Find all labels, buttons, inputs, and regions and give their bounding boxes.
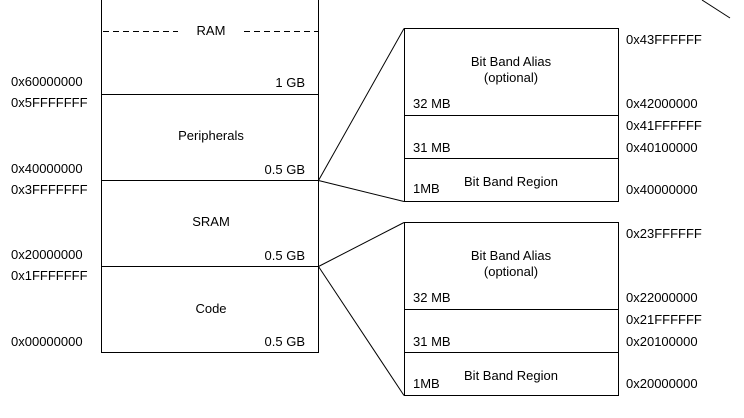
zoom-connectors xyxy=(318,0,731,396)
address-0x40100000: 0x40100000 xyxy=(626,140,698,155)
sram-bitband-region-box xyxy=(404,352,619,396)
address-0x20000000: 0x20000000 xyxy=(11,247,83,262)
peripheral-bitband-alias-optional: (optional) xyxy=(484,70,538,85)
sram-bitband-alias-size: 32 MB xyxy=(413,290,451,305)
sram-label: SRAM xyxy=(192,214,230,229)
peripheral-bitband-alias-size: 32 MB xyxy=(413,96,451,111)
memory-map-column: RAM 1 GB Peripherals 0.5 GB SRAM 0.5 GB … xyxy=(101,0,319,353)
peripheral-bitband-detail: Bit Band Alias (optional) 32 MB 31 MB Bi… xyxy=(404,28,702,202)
peripheral-bitband-alias-box xyxy=(404,28,619,116)
peripheral-bitband-region-label: Bit Band Region xyxy=(464,174,558,189)
peripheral-bitband-region-box xyxy=(404,158,619,202)
peripheral-bitband-region-size: 1MB xyxy=(413,181,440,196)
code-region-box xyxy=(101,266,319,353)
address-0x43FFFFFF: 0x43FFFFFF xyxy=(626,32,702,47)
sram-zoom-line-top xyxy=(318,222,405,267)
address-0x5FFFFFFF: 0x5FFFFFFF xyxy=(11,95,88,110)
address-0x00000000: 0x00000000 xyxy=(11,334,83,349)
peripherals-size: 0.5 GB xyxy=(265,162,305,177)
code-label: Code xyxy=(195,301,226,316)
ram-region-box xyxy=(101,0,319,95)
code-size: 0.5 GB xyxy=(265,334,305,349)
address-0x60000000: 0x60000000 xyxy=(11,74,83,89)
address-0x20000000: 0x20000000 xyxy=(626,376,698,391)
address-0x20100000: 0x20100000 xyxy=(626,334,698,349)
ram-size: 1 GB xyxy=(275,75,305,90)
peripheral-bitband-alias-label: Bit Band Alias xyxy=(471,54,552,69)
peripherals-region-box xyxy=(101,94,319,181)
memory-map-addresses: 0x60000000 0x5FFFFFFF 0x40000000 0x3FFFF… xyxy=(11,74,88,349)
sram-region-box xyxy=(101,180,319,267)
address-0x22000000: 0x22000000 xyxy=(626,290,698,305)
peripheral-zoom-line-bottom xyxy=(318,180,405,202)
address-0x3FFFFFFF: 0x3FFFFFFF xyxy=(11,182,88,197)
sram-zoom-line-bottom xyxy=(318,266,405,396)
ram-label: RAM xyxy=(197,23,226,38)
corner-line xyxy=(701,0,731,19)
address-0x42000000: 0x42000000 xyxy=(626,96,698,111)
sram-bitband-region-size: 1MB xyxy=(413,376,440,391)
sram-bitband-alias-label: Bit Band Alias xyxy=(471,248,552,263)
address-0x1FFFFFFF: 0x1FFFFFFF xyxy=(11,268,88,283)
peripheral-bitband-gap-box xyxy=(404,115,619,159)
peripherals-label: Peripherals xyxy=(178,128,244,143)
address-0x40000000: 0x40000000 xyxy=(626,182,698,197)
sram-size: 0.5 GB xyxy=(265,248,305,263)
address-0x40000000: 0x40000000 xyxy=(11,161,83,176)
sram-bitband-region-label: Bit Band Region xyxy=(464,368,558,383)
peripheral-zoom-line-top xyxy=(318,28,405,181)
sram-bitband-gap-box xyxy=(404,309,619,353)
address-0x21FFFFFF: 0x21FFFFFF xyxy=(626,312,702,327)
sram-bitband-alias-box xyxy=(404,222,619,310)
sram-bitband-detail: Bit Band Alias (optional) 32 MB 31 MB Bi… xyxy=(404,222,702,396)
sram-bitband-gap-size: 31 MB xyxy=(413,334,451,349)
address-0x23FFFFFF: 0x23FFFFFF xyxy=(626,226,702,241)
sram-bitband-alias-optional: (optional) xyxy=(484,264,538,279)
address-0x41FFFFFF: 0x41FFFFFF xyxy=(626,118,702,133)
peripheral-bitband-gap-size: 31 MB xyxy=(413,140,451,155)
